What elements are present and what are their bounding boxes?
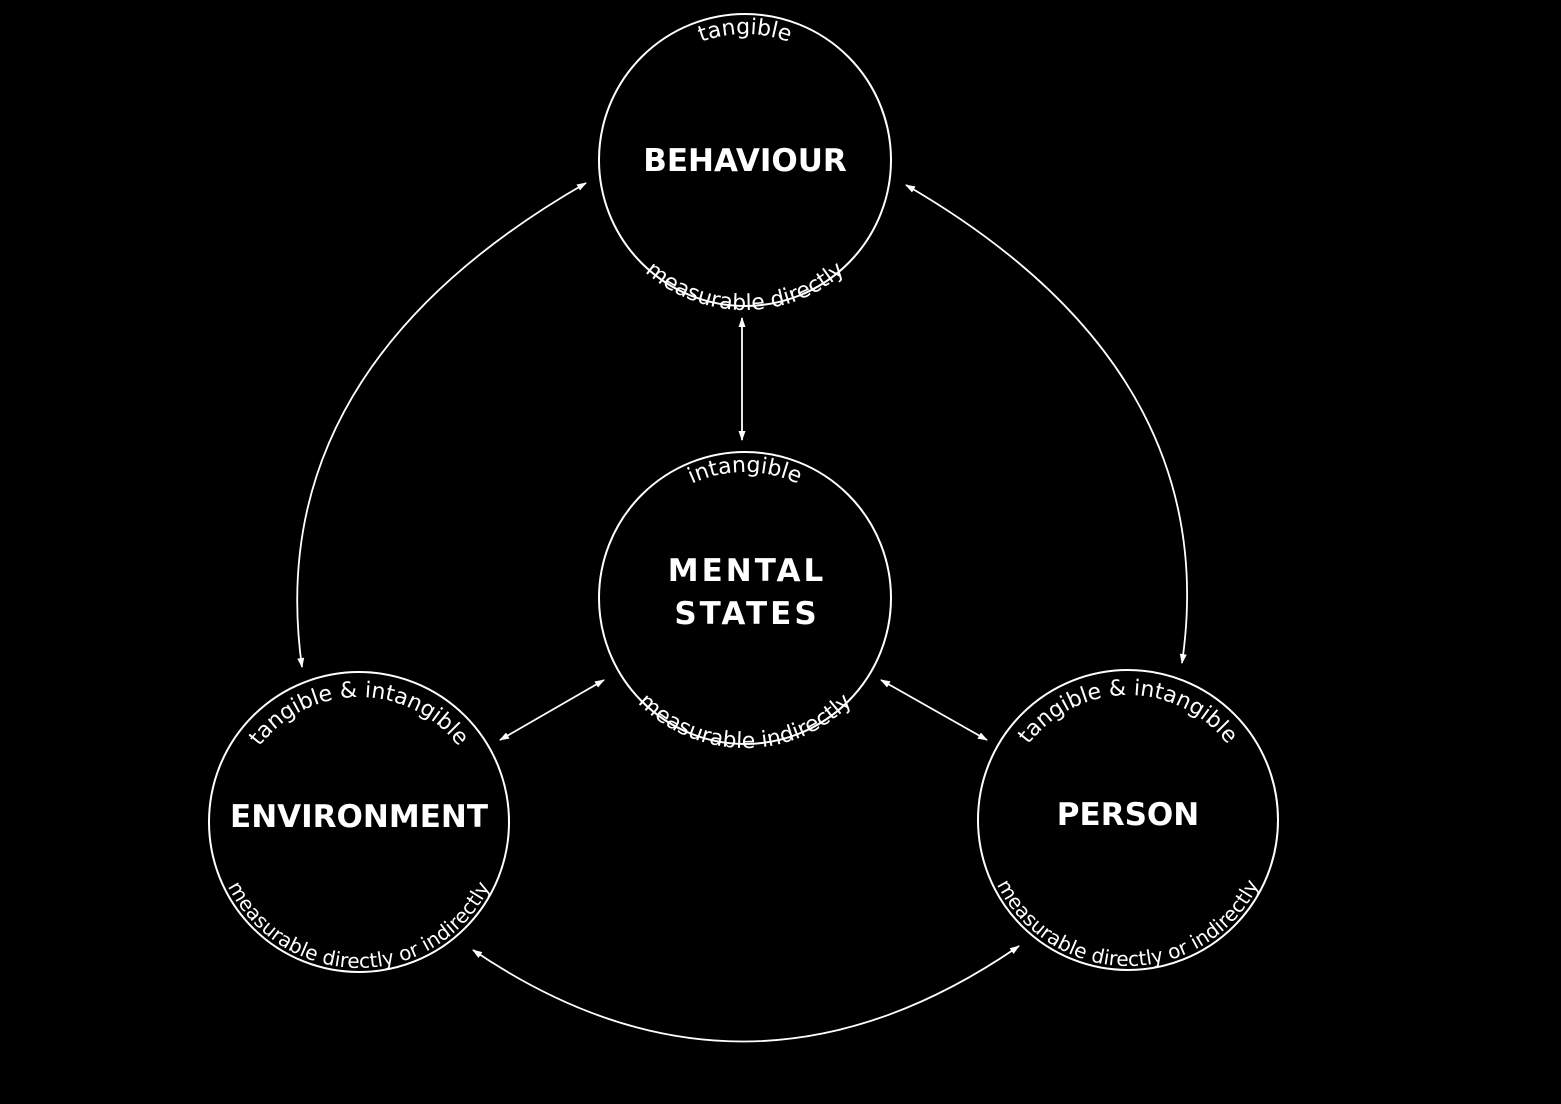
environment-node: tangible & intangible ENVIRONMENT measur… [208, 671, 510, 973]
behaviour-node: tangible BEHAVIOUR measurable directly [598, 13, 892, 316]
person-node: tangible & intangible PERSON measurable … [977, 669, 1279, 971]
person-title: PERSON [1057, 797, 1199, 833]
environment-person-connector [472, 945, 1020, 1043]
behaviour-person-connector [905, 184, 1189, 664]
environment-top-text: tangible & intangible [244, 678, 473, 751]
environment-bottom-text: measurable directly or indirectly [223, 877, 494, 973]
environment-circle [208, 671, 510, 973]
person-top-text: tangible & intangible [1013, 676, 1242, 749]
mental-states-person-connector [880, 679, 988, 741]
person-circle [977, 669, 1279, 971]
environment-title: ENVIRONMENT [230, 799, 488, 835]
behaviour-bottom-text: measurable directly [641, 257, 849, 316]
mental-states-title-line1: MENTAL [668, 553, 826, 589]
behaviour-circle [598, 13, 892, 307]
mental-states-environment-connector [499, 679, 605, 741]
mental-states-bottom-text: measurable indirectly [633, 689, 856, 754]
mental-states-circle [598, 451, 892, 745]
person-bottom-text: measurable directly or indirectly [992, 875, 1263, 971]
connectors [296, 182, 1189, 1043]
behaviour-environment-connector [296, 182, 587, 668]
behaviour-top-text: tangible [695, 15, 795, 48]
mental-states-node: intangible MENTAL STATES measurable indi… [598, 451, 892, 754]
mental-states-title-line2: STATES [674, 596, 819, 632]
behaviour-title: BEHAVIOUR [643, 143, 847, 179]
